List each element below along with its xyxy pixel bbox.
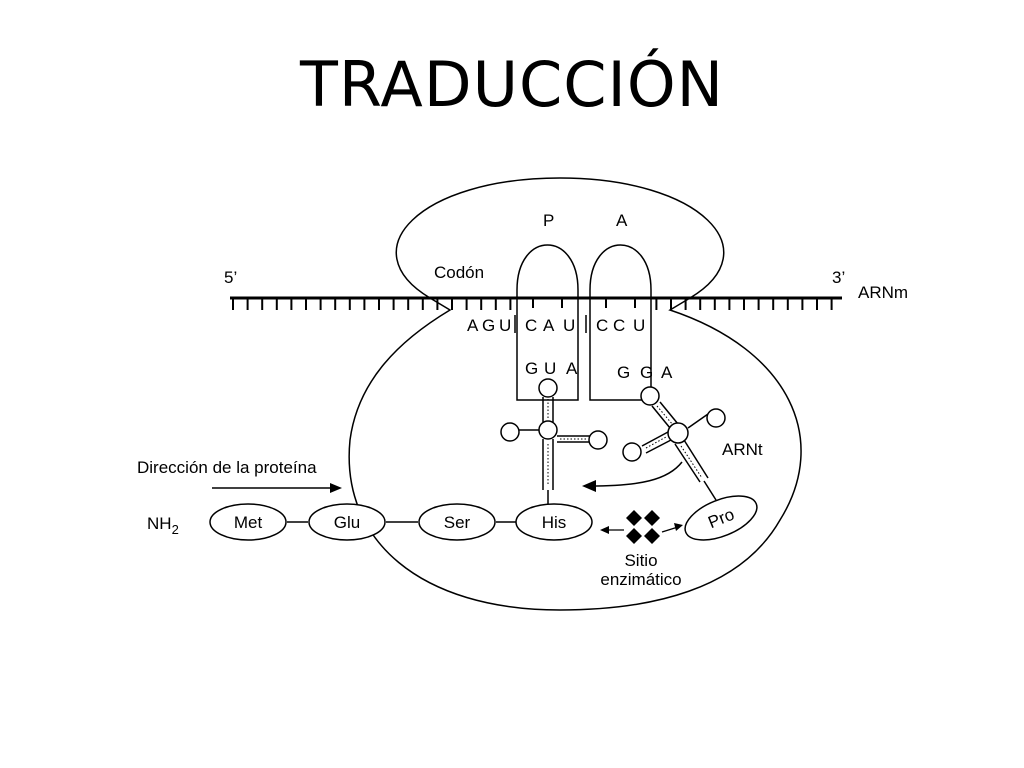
amino-acid-ser <box>418 503 496 541</box>
enzyme-site-label: enzimático <box>600 570 681 589</box>
five-prime-label: 5’ <box>224 268 237 287</box>
mrna-bases: A G U C A U C C U <box>467 316 645 335</box>
trna-a-site <box>622 386 726 501</box>
anticodon-a: G G A <box>617 363 673 382</box>
ribosome-outline <box>348 177 802 611</box>
enzyme-arrows <box>604 526 679 533</box>
mrna-base: A <box>467 316 479 335</box>
p-site-label: P <box>543 211 554 230</box>
mrna-base: C <box>596 316 608 335</box>
anticodon-base: U <box>544 359 556 378</box>
amino-acid-glu <box>308 503 386 541</box>
trna-p-site <box>500 378 608 510</box>
nh2-label: NH2 <box>147 514 179 537</box>
anticodon-base: A <box>566 359 578 378</box>
mrna-label: ARNm <box>858 283 908 302</box>
amino-acid-label: His <box>542 513 567 532</box>
amino-acid-label: Glu <box>334 513 360 532</box>
mrna-base: C <box>613 316 625 335</box>
trna-label: ARNt <box>722 440 763 459</box>
direction-label: Dirección de la proteína <box>137 458 317 477</box>
enzyme-site-icon <box>626 510 660 544</box>
amino-acid-label: Met <box>234 513 263 532</box>
a-site-label: A <box>616 211 628 230</box>
mrna-base: A <box>543 316 555 335</box>
mrna-base: G <box>482 316 495 335</box>
anticodon-base: G <box>525 359 538 378</box>
amino-acid-label: Ser <box>444 513 471 532</box>
amino-acid-his <box>515 503 593 541</box>
mrna-base: U <box>633 316 645 335</box>
anticodon-base: G <box>617 363 630 382</box>
codon-label: Codón <box>434 263 484 282</box>
anticodon-base: G <box>640 363 653 382</box>
transfer-arrow <box>589 461 683 487</box>
three-prime-label: 3’ <box>832 268 845 287</box>
anticodon-p: G U A <box>525 359 578 378</box>
enzyme-site-label: Sitio <box>624 551 657 570</box>
mrna-base: C <box>525 316 537 335</box>
p-site-arch <box>516 244 579 401</box>
amino-acid-pro <box>684 495 758 541</box>
mrna-base: U <box>563 316 575 335</box>
amino-acid-met <box>209 503 287 541</box>
a-site-arch <box>589 244 652 401</box>
anticodon-base: A <box>661 363 673 382</box>
page-title: TRADUCCIÓN <box>299 48 725 121</box>
mrna-base: U <box>499 316 511 335</box>
